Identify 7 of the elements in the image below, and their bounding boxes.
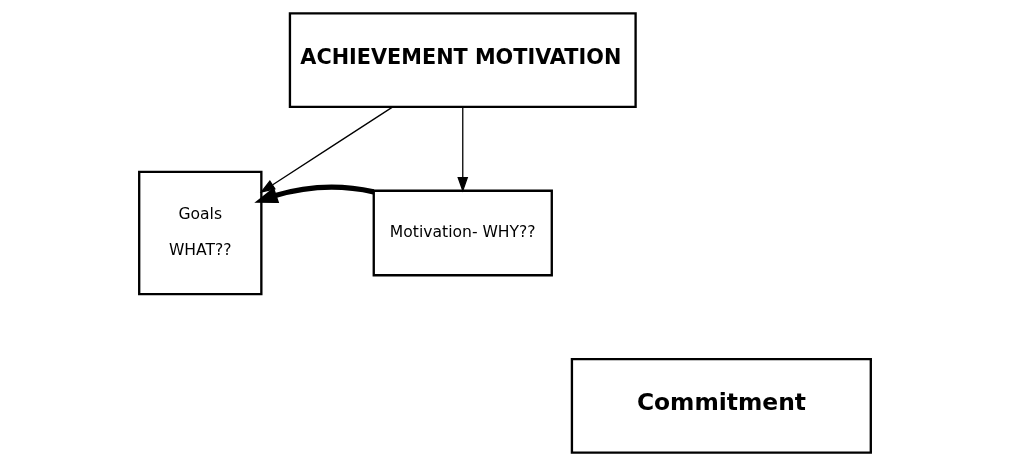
node-box: ACHIEVEMENT MOTIVATION bbox=[288, 12, 637, 109]
arrow bbox=[259, 106, 393, 194]
node-box: Goals WHAT?? bbox=[137, 170, 263, 296]
node-box: Motivation- WHY?? bbox=[372, 189, 553, 277]
arrow bbox=[456, 106, 468, 193]
arrow bbox=[253, 184, 374, 203]
node-box: Commitment bbox=[570, 357, 872, 454]
